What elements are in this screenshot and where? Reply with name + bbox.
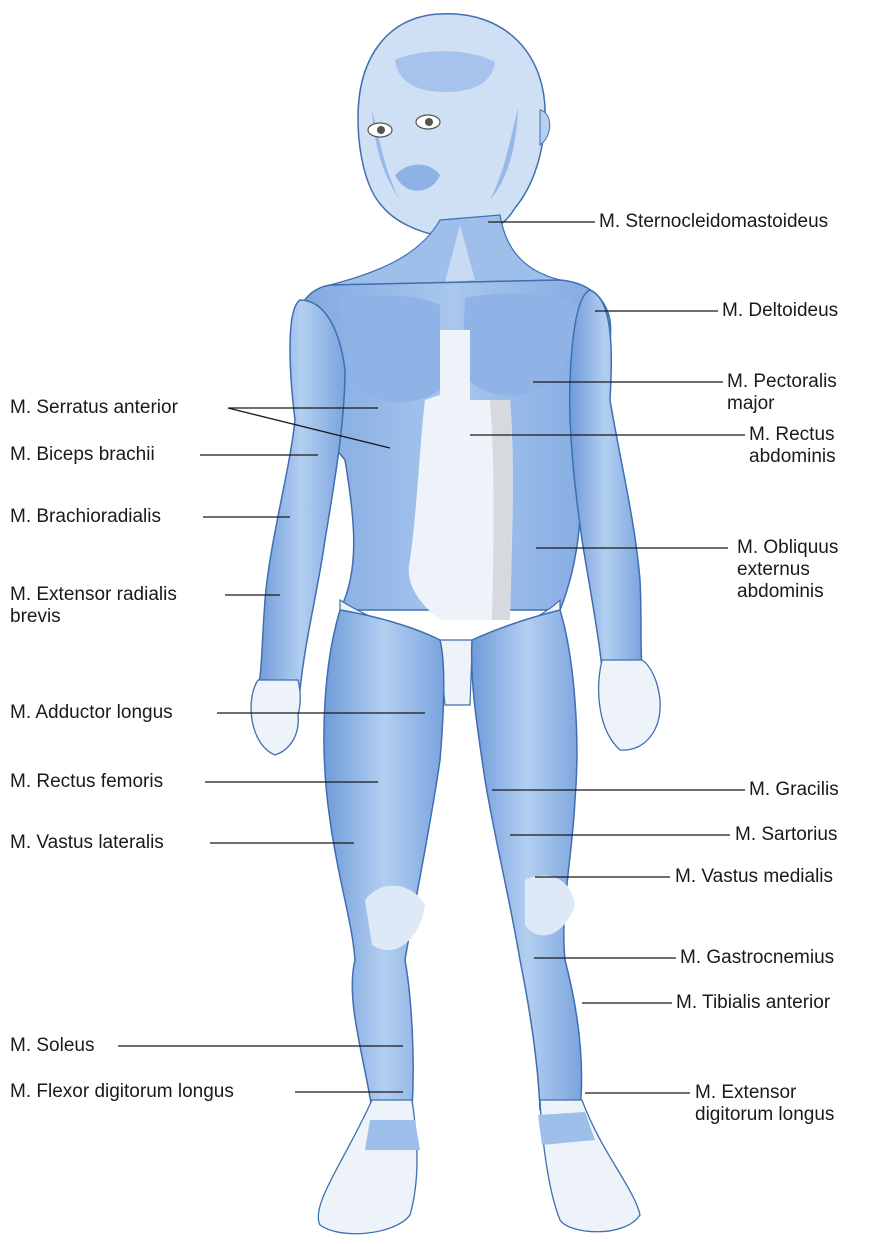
left-hand <box>251 680 300 755</box>
label-sartorius: M. Sartorius <box>735 824 837 846</box>
head <box>358 14 550 236</box>
label-adductor-longus: M. Adductor longus <box>10 702 173 724</box>
right-arm <box>570 290 642 668</box>
left-leg <box>324 610 444 1110</box>
label-tibialis-anterior: M. Tibialis anterior <box>676 992 830 1014</box>
left-arm <box>258 300 345 690</box>
label-brachioradialis: M. Brachioradialis <box>10 506 161 528</box>
label-flexor-digitorum-longus: M. Flexor digitorum longus <box>10 1081 234 1103</box>
right-leg <box>472 610 582 1110</box>
right-hand <box>599 660 661 750</box>
label-serratus-anterior: M. Serratus anterior <box>10 397 178 419</box>
label-biceps-brachii: M. Biceps brachii <box>10 444 155 466</box>
label-gastrocnemius: M. Gastrocnemius <box>680 947 834 969</box>
label-vastus-lateralis: M. Vastus lateralis <box>10 832 164 854</box>
label-gracilis: M. Gracilis <box>749 779 839 801</box>
label-rectus-femoris: M. Rectus femoris <box>10 771 163 793</box>
neck <box>330 215 560 285</box>
label-vastus-medialis: M. Vastus medialis <box>675 866 833 888</box>
label-sternocleidomastoideus: M. Sternocleidomastoideus <box>599 211 828 233</box>
label-deltoideus: M. Deltoideus <box>722 300 838 322</box>
label-soleus: M. Soleus <box>10 1035 94 1057</box>
